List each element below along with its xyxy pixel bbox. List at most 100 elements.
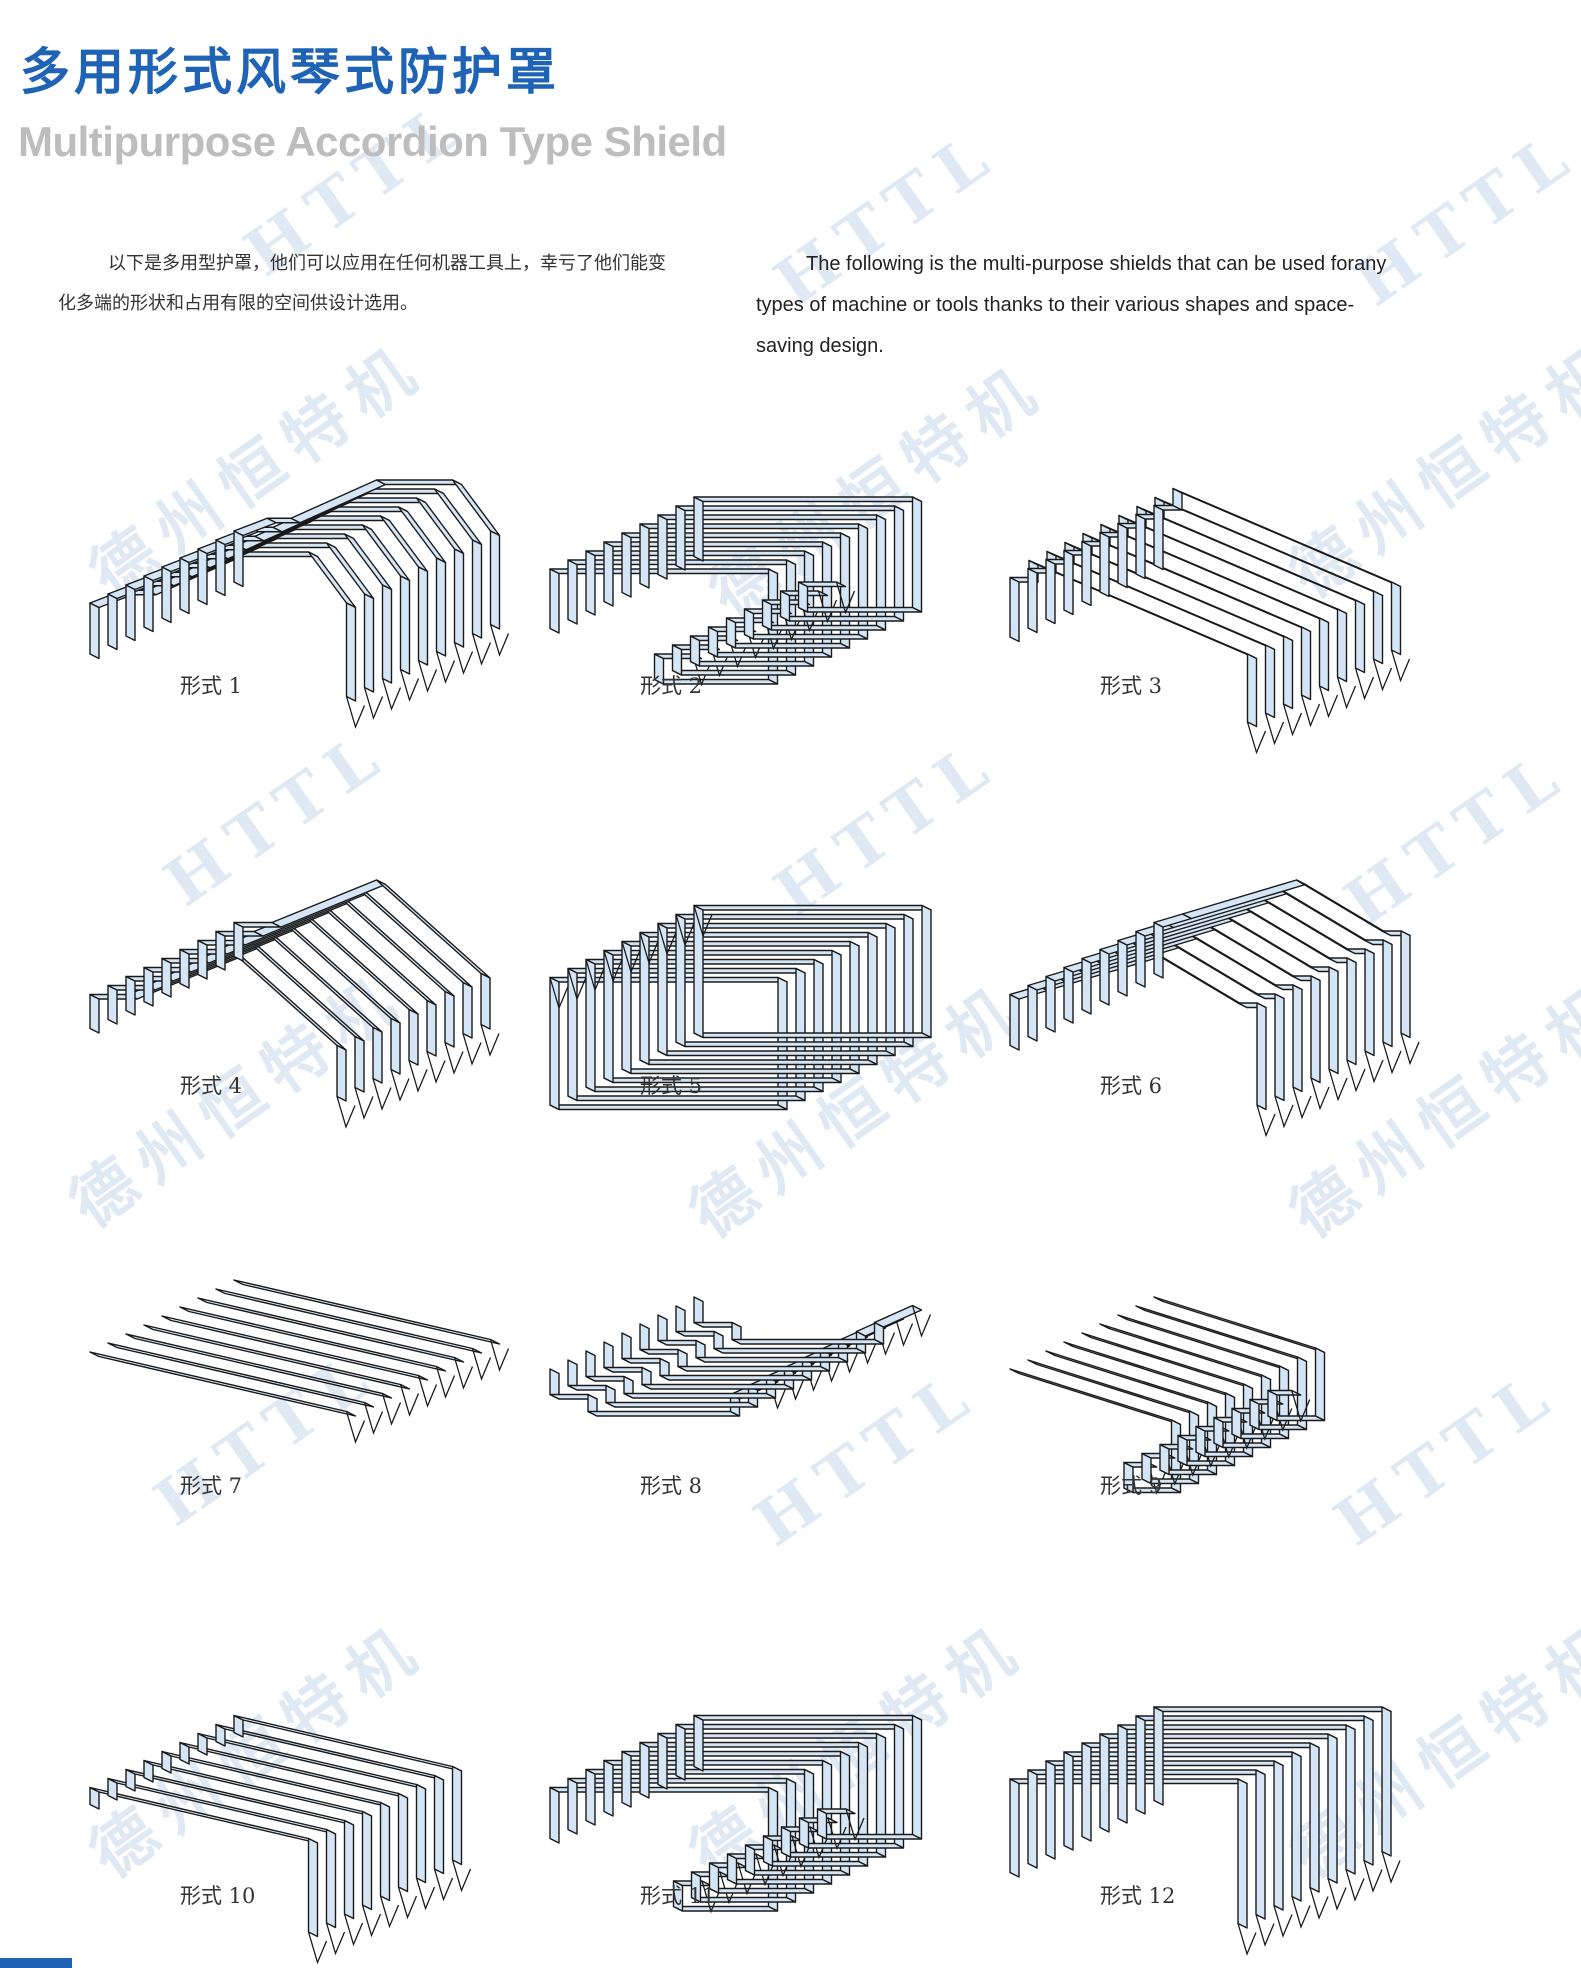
fold-panel — [779, 615, 905, 622]
fold-panel — [1354, 599, 1366, 674]
fold-panel — [444, 990, 455, 1048]
form-label: 形式 11 — [640, 1884, 716, 1908]
form-label: 形式 1 — [180, 674, 243, 698]
fold-panel — [708, 1887, 815, 1894]
bellows-fold — [161, 515, 438, 693]
fold-panel — [623, 1392, 777, 1399]
fold-panel — [361, 1810, 373, 1911]
fold-panel — [549, 1104, 788, 1111]
shield-form-item: 形式 10 — [30, 1580, 510, 1965]
fold-panel — [1153, 1706, 1164, 1806]
fold-panel — [307, 551, 357, 609]
fold-panel — [693, 1714, 704, 1772]
fold-panel — [1153, 1296, 1326, 1354]
fold-panel — [408, 1008, 419, 1066]
fold-panel — [1135, 1715, 1146, 1815]
fold-panel — [143, 1324, 411, 1390]
bellows-fold — [89, 1351, 366, 1444]
fold-panel — [1237, 1778, 1248, 1929]
form-label: 形式 8 — [640, 1474, 703, 1498]
fold-panel — [657, 514, 887, 521]
fold-tooth — [471, 1348, 492, 1381]
fold-panel — [549, 976, 560, 1111]
fold-panel — [1135, 513, 1146, 580]
bellows-fold — [1135, 496, 1393, 692]
fold-panel — [435, 557, 447, 657]
fold-panel — [1345, 1724, 1356, 1875]
form-label: 形式 9 — [1100, 1474, 1163, 1498]
fold-tooth — [361, 1904, 382, 1938]
fold-tooth — [307, 1931, 328, 1965]
fold-tooth — [363, 687, 384, 720]
fold-panel — [821, 541, 833, 658]
shield-form-item: 形式 12 — [950, 1580, 1430, 1960]
fold-panel — [1314, 1347, 1326, 1422]
fold-panel — [657, 922, 668, 1057]
bellows-fold — [161, 1315, 438, 1408]
fold-tooth — [1318, 685, 1339, 719]
fold-panel — [798, 1842, 905, 1849]
fold-tooth — [379, 1895, 400, 1929]
fold-panel — [911, 1714, 923, 1840]
fold-panel — [372, 1026, 383, 1084]
page-title: 多用形式风琴式防护罩 — [20, 43, 560, 101]
fold-panel — [857, 523, 869, 640]
fold-tooth — [354, 1087, 374, 1120]
fold-panel — [1274, 993, 1285, 1102]
fold-panel — [489, 530, 501, 630]
fold-panel — [1255, 1769, 1266, 1920]
fold-panel — [1328, 966, 1339, 1075]
fold-panel — [1009, 1778, 1020, 1878]
fold-panel — [893, 505, 905, 622]
fold-panel — [639, 523, 869, 530]
bellows-fold — [89, 1786, 328, 1965]
fold-tooth — [585, 959, 605, 992]
fold-panel — [675, 1041, 914, 1048]
bellows-fold — [125, 1768, 364, 1947]
fold-tooth — [489, 1339, 510, 1372]
fold-tooth — [343, 1913, 364, 1947]
page-subtitle: Multipurpose Accordion Type Shield — [18, 118, 727, 165]
fold-panel — [1382, 939, 1393, 1048]
fold-panel — [1135, 930, 1146, 988]
fold-panel — [713, 1347, 867, 1354]
fold-tooth — [462, 1033, 482, 1066]
fold-panel — [433, 488, 483, 546]
fold-panel — [1117, 1314, 1290, 1372]
fold-panel — [603, 1759, 833, 1766]
fold-tooth — [911, 1305, 932, 1338]
fold-panel — [567, 1777, 797, 1784]
shield-form-item: 形式 1 — [30, 370, 510, 750]
fold-tooth — [345, 696, 366, 729]
fold-tooth — [325, 1922, 346, 1956]
fold-panel — [125, 1333, 393, 1399]
fold-panel — [107, 1342, 375, 1408]
fold-panel — [354, 1035, 365, 1093]
fold-panel — [453, 548, 465, 648]
fold-panel — [725, 642, 851, 649]
fold-panel — [1027, 1359, 1200, 1417]
bellows-fold — [657, 922, 896, 1057]
fold-tooth — [1264, 712, 1285, 746]
fold-tooth — [408, 1060, 428, 1093]
bellows-fold — [693, 496, 923, 615]
fold-panel — [325, 542, 375, 600]
fold-tooth — [1336, 676, 1357, 710]
fold-tooth — [1372, 658, 1393, 692]
fold-panel — [675, 1723, 905, 1730]
fold-tooth — [1381, 1851, 1401, 1884]
fold-panel — [1009, 1368, 1182, 1426]
accordion-shield-drawing — [89, 879, 500, 1129]
fold-panel — [1063, 966, 1074, 1024]
fold-tooth — [471, 633, 492, 666]
bellows-fold — [197, 1732, 436, 1911]
bellows-fold — [233, 879, 500, 1057]
fold-tooth — [381, 678, 402, 711]
fold-tooth — [1237, 1923, 1257, 1956]
fold-tooth — [1310, 1077, 1330, 1111]
fold-panel — [1318, 617, 1330, 692]
fold-panel — [621, 1750, 851, 1757]
form-label: 形式 7 — [180, 1474, 243, 1498]
bellows-fold — [1153, 487, 1411, 683]
bellows-fold — [693, 1714, 923, 1842]
